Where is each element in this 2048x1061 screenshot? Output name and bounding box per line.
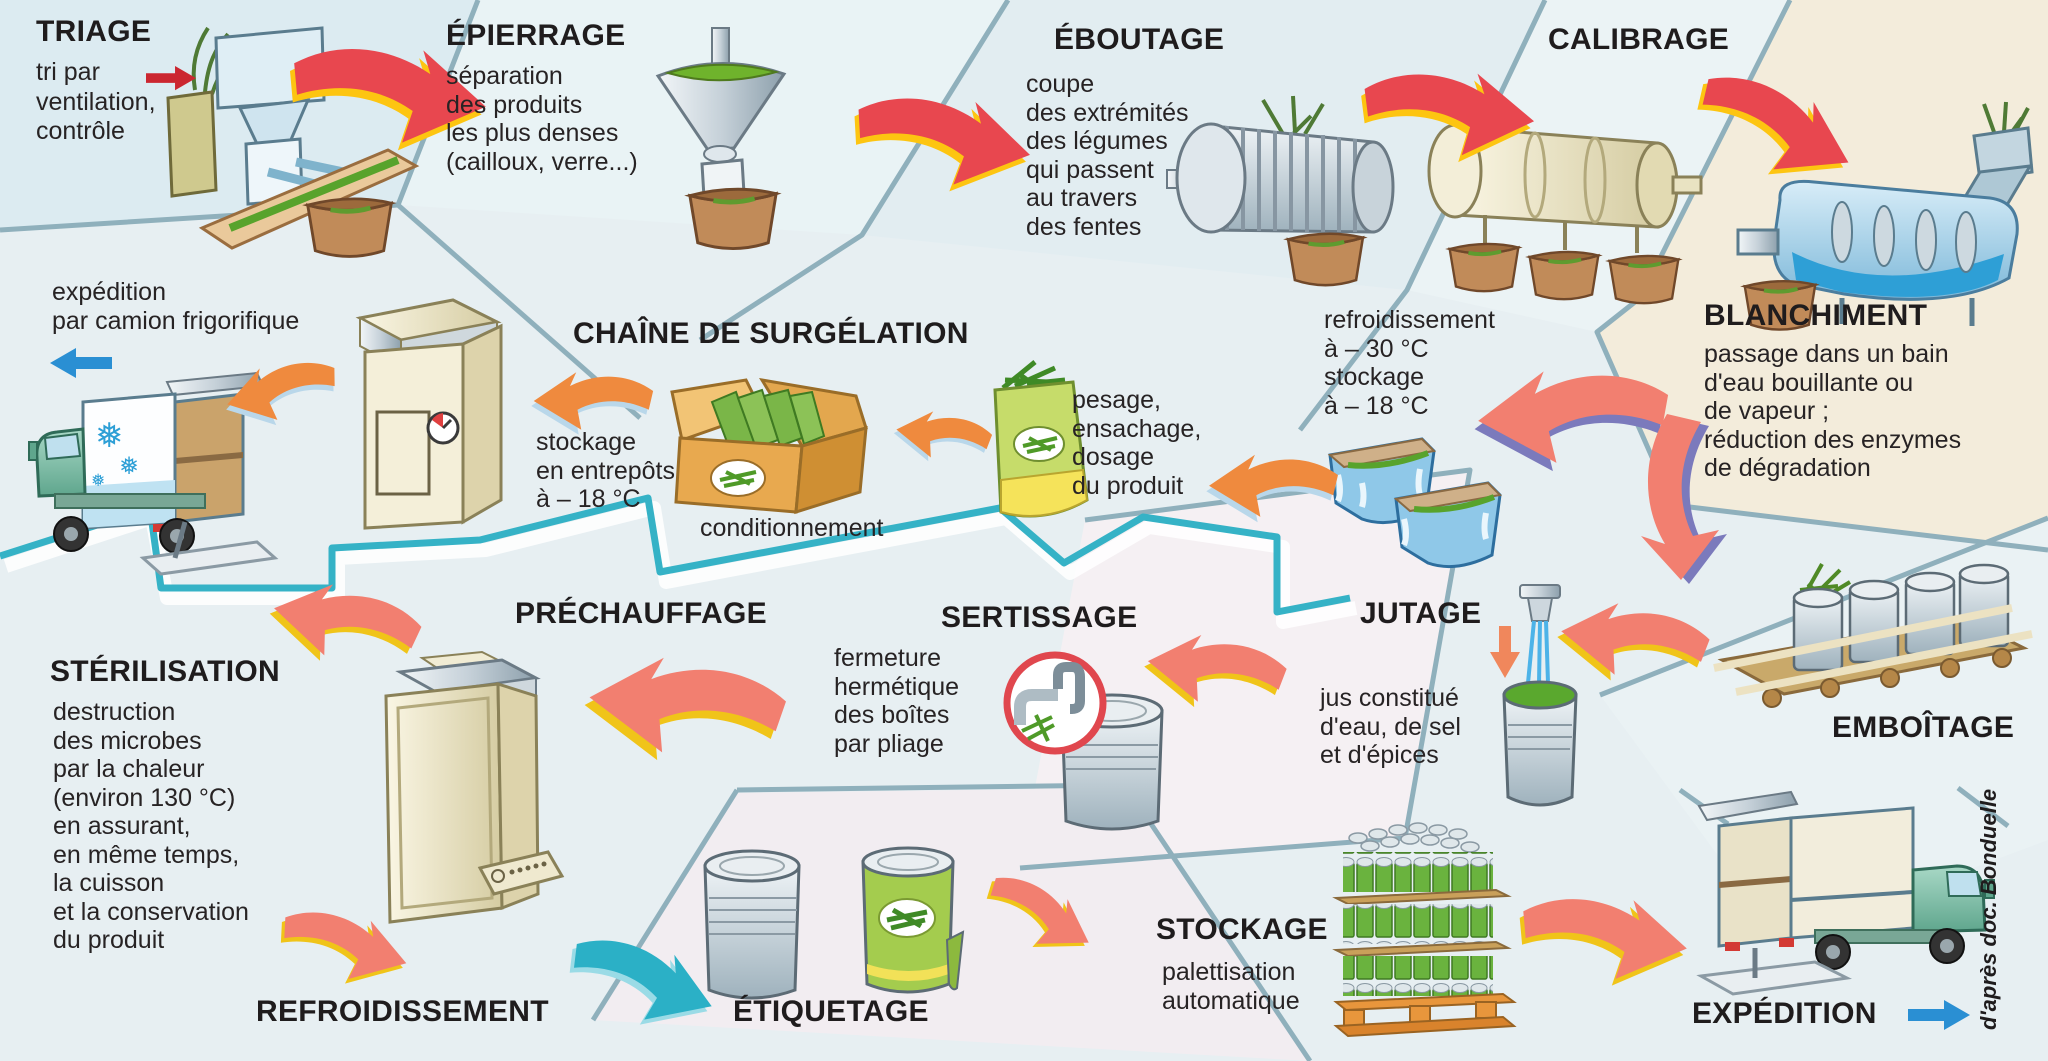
- arrow-jutage-pour-icon: [1490, 626, 1520, 678]
- triage-machine-illustration: [166, 26, 420, 265]
- surgelation-packing-label: conditionnement: [700, 514, 884, 542]
- epierrage-desc: séparation des produits les plus denses …: [446, 62, 638, 176]
- jutage-desc: jus constitué d'eau, de sel et d'épices: [1320, 684, 1461, 769]
- stockage-title: STOCKAGE: [1156, 913, 1328, 946]
- emboitage-conveyor-illustration: [1713, 563, 2033, 708]
- sterilisation-title: STÉRILISATION: [50, 655, 281, 688]
- arrow-expedition-right-icon: [1908, 1000, 1970, 1030]
- calibrage-title: CALIBRAGE: [1548, 23, 1730, 56]
- eboutage-desc: coupe des extrémités des légumes qui pas…: [1026, 70, 1189, 241]
- arrow-expedition-left-icon: [50, 348, 112, 378]
- frozen-bins-illustration: [1327, 437, 1503, 569]
- triage-desc: ventilation, contrôle: [36, 88, 156, 145]
- blanchiment-desc: passage dans un bain d'eau bouillante ou…: [1704, 340, 1962, 482]
- epierrage-title: ÉPIERRAGE: [446, 19, 626, 52]
- sertissage-desc: fermeture hermétique des boîtes par plia…: [834, 644, 960, 758]
- arrow-carton-to-freezer: [531, 372, 654, 435]
- arrow-sertissage-to-prechauffage: [579, 650, 790, 773]
- arrow-triage-inline-icon: [146, 66, 196, 91]
- refrigerated-truck-illustration: ❅ ❅ ❅: [28, 371, 279, 576]
- sterilisation-oven-illustration: [384, 650, 565, 924]
- surgelation-cooling-note: refroidissement à – 30 °C stockage à – 1…: [1324, 306, 1495, 420]
- freezer-cabinet-illustration: [355, 298, 503, 530]
- arrow-bins-to-bag: [1206, 454, 1338, 523]
- emboitage-title: EMBOÎTAGE: [1832, 711, 2015, 744]
- jutage-title: JUTAGE: [1360, 597, 1482, 630]
- surgelation-shipping-note: expédition par camion frigorifique: [52, 278, 300, 335]
- jutage-filler-illustration: [1502, 584, 1578, 807]
- snowflake-icon: ❅: [91, 471, 105, 490]
- frozen-bag-illustration: [993, 360, 1089, 518]
- etiquetage-cans-illustration: [703, 846, 965, 1000]
- snowflake-icon: ❅: [95, 417, 124, 455]
- etiquetage-title: ÉTIQUETAGE: [733, 995, 929, 1028]
- surgelation-storage-note: stockage en entrepôts à – 18 °C: [536, 428, 675, 513]
- eboutage-cutter-illustration: [1166, 95, 1395, 287]
- triage-title: TRIAGE: [36, 15, 152, 48]
- epierrage-funnel-illustration: [655, 27, 787, 258]
- sertissage-can-illustration: [1003, 651, 1164, 831]
- expedition-title: EXPÉDITION: [1692, 997, 1877, 1030]
- eboutage-title: ÉBOUTAGE: [1054, 23, 1225, 56]
- expedition-truck-illustration: [1696, 790, 1995, 996]
- source-credit: d'après doc. Bonduelle: [1976, 788, 2001, 1030]
- refroidissement-title: REFROIDISSEMENT: [256, 995, 549, 1028]
- blanchiment-bath-illustration: [1736, 101, 2034, 342]
- arrow-eboutage-to-calibrage: [1355, 62, 1539, 170]
- surgelation-weighing-note: pesage, ensachage, dosage du produit: [1072, 386, 1202, 500]
- sterilisation-desc: destruction des microbes par la chaleur …: [53, 698, 249, 954]
- pallet-stack-illustration: [1332, 822, 1517, 1038]
- blanchiment-title: BLANCHIMENT: [1704, 299, 1928, 332]
- stockage-desc: palettisation automatique: [1162, 958, 1300, 1015]
- surgelation-title: CHAÎNE DE SURGÉLATION: [573, 317, 969, 350]
- sertissage-title: SERTISSAGE: [941, 601, 1138, 634]
- snowflake-icon: ❅: [119, 453, 139, 480]
- triage-desc-line1: tri par: [36, 58, 100, 86]
- prechauffage-title: PRÉCHAUFFAGE: [515, 597, 767, 630]
- carton-box-illustration: [670, 377, 868, 515]
